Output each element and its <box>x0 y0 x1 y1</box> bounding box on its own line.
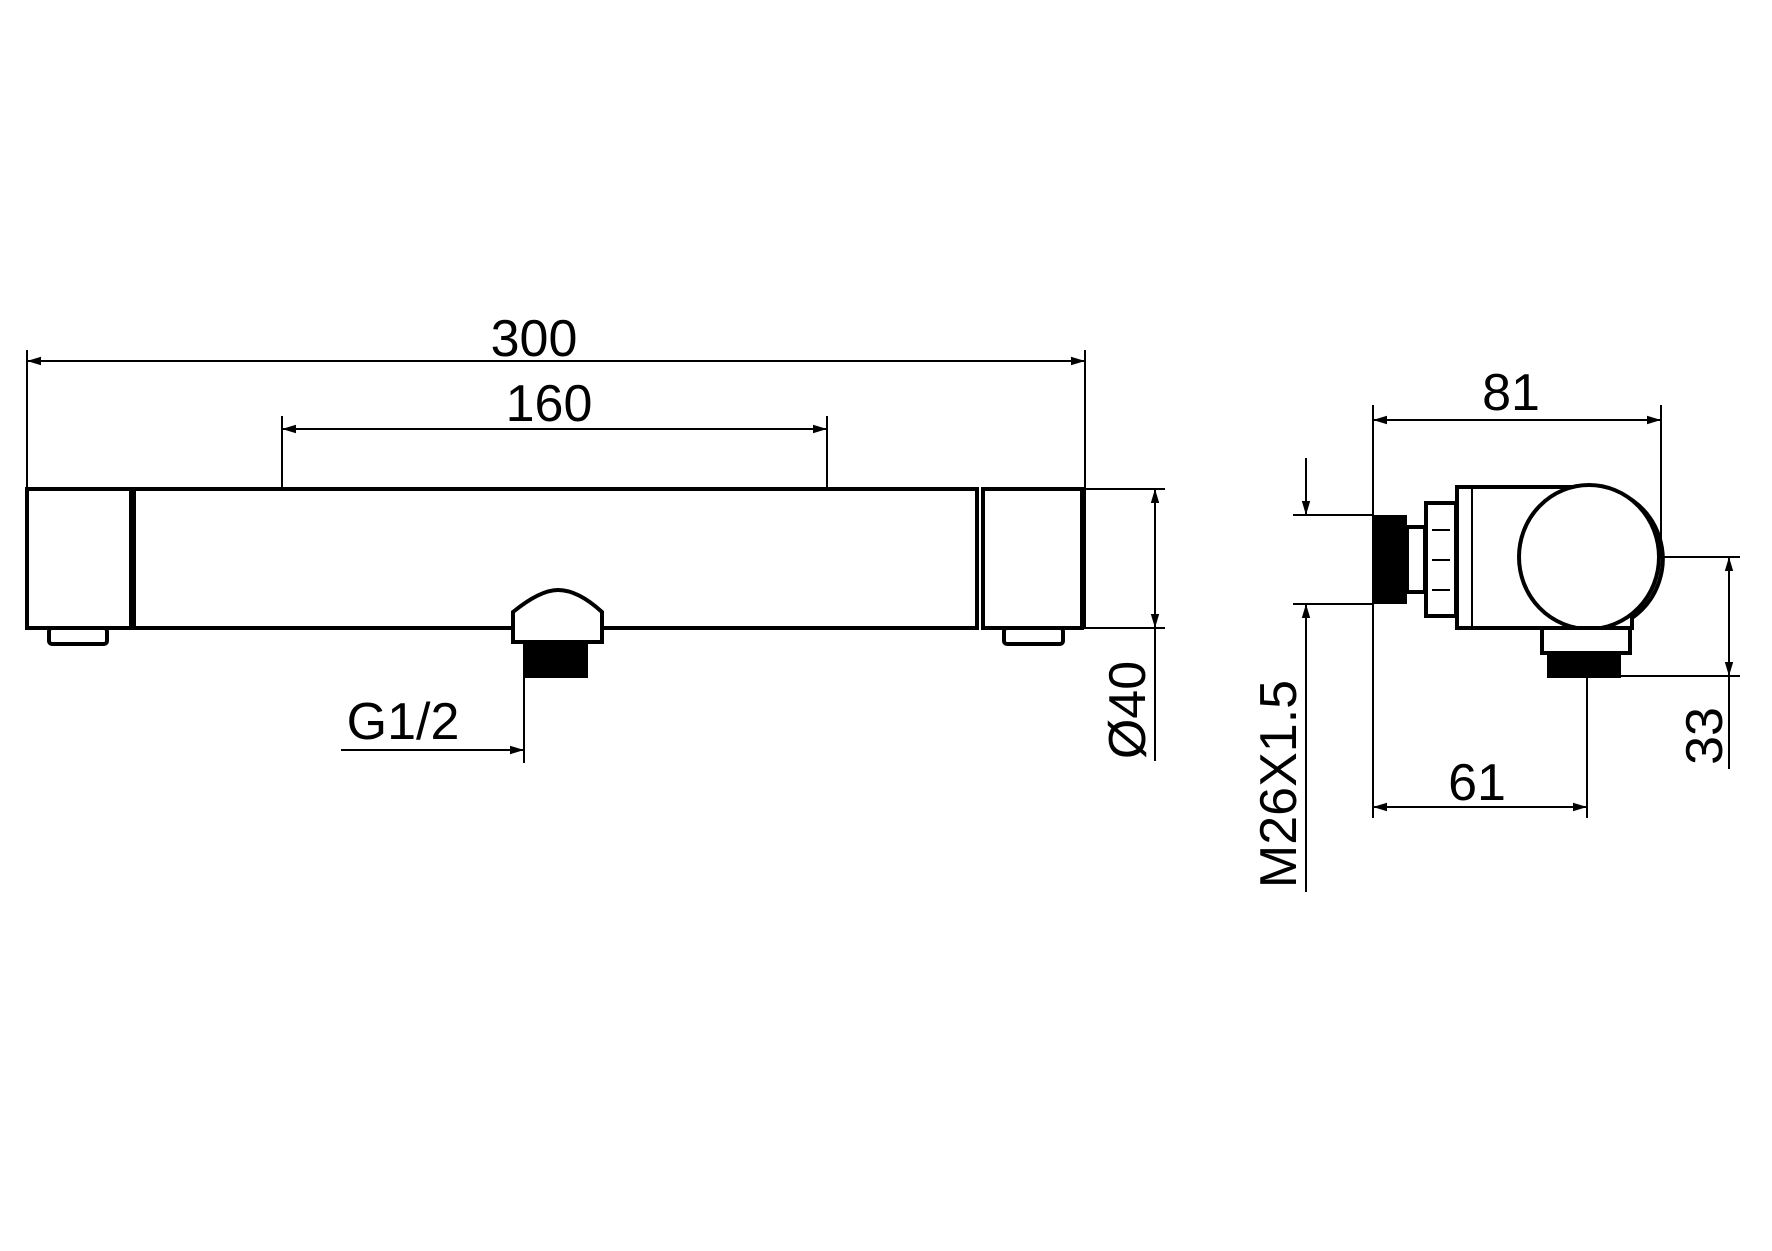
inlet-thread <box>1373 515 1407 604</box>
right-end-cap <box>981 487 1084 630</box>
outlet-thread <box>523 642 588 678</box>
outlet-thread-side <box>1547 653 1621 678</box>
dim-outlet-height: 33 <box>1676 707 1734 765</box>
right-foot <box>1002 626 1065 646</box>
left-end-cap <box>25 487 133 630</box>
control-knob <box>1517 483 1661 631</box>
left-foot <box>47 626 109 646</box>
dim-inlet-thread: M26X1.5 <box>1250 680 1308 888</box>
side-view: 81 M26X1.5 33 61 <box>1250 364 1740 892</box>
dim-body-diameter: Ø40 <box>1099 661 1157 759</box>
outlet-dome <box>511 587 604 644</box>
inlet-neck <box>1405 525 1427 594</box>
front-view: 300 160 G1/2 Ø40 <box>25 310 1165 763</box>
outlet-collar <box>1540 626 1632 655</box>
dim-overall-length: 300 <box>491 310 578 368</box>
dim-outlet-offset: 61 <box>1448 754 1506 812</box>
dim-depth: 81 <box>1482 364 1540 422</box>
dim-outlet-thread: G1/2 <box>347 693 460 751</box>
dim-connection-spacing: 160 <box>506 375 593 433</box>
